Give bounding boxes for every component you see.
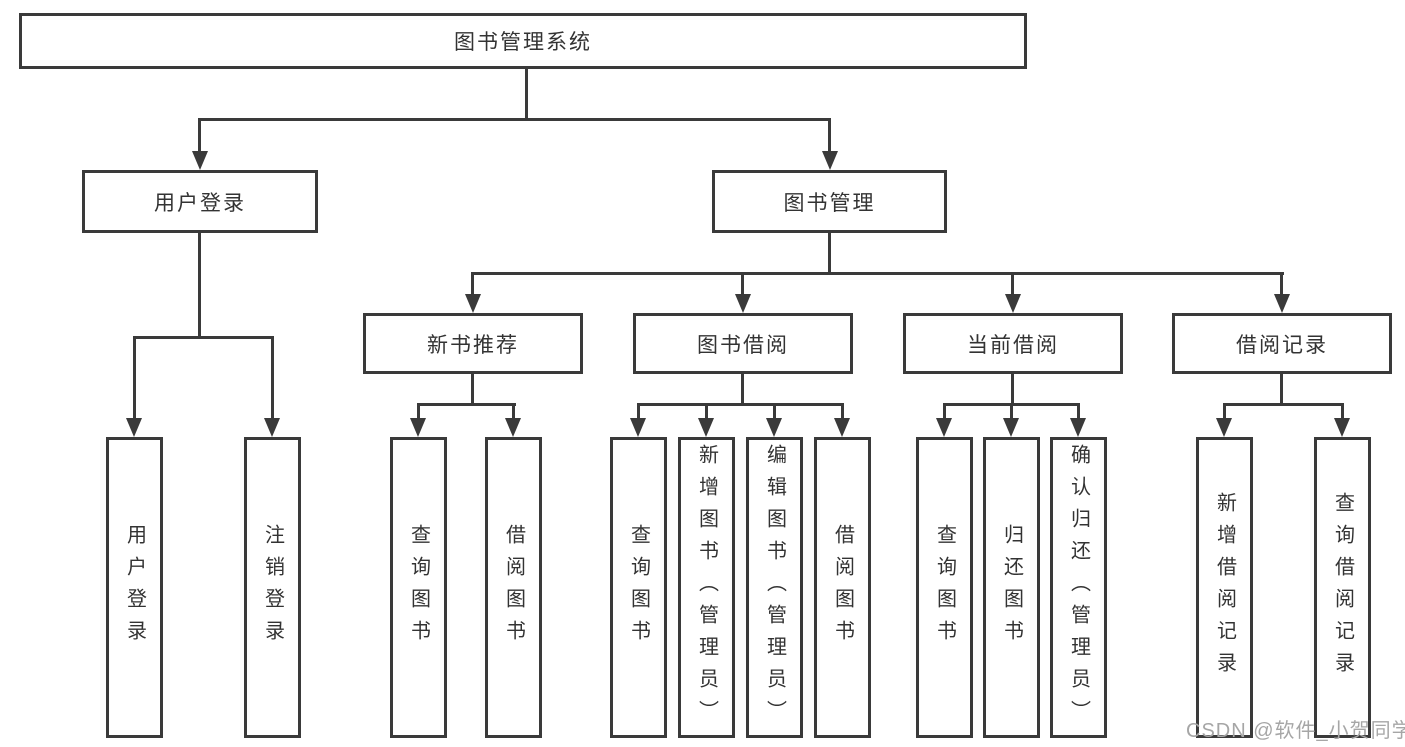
leaf-nb-query-books-label: 查询图书 [407, 523, 430, 652]
node-user-login-label: 用户登录 [154, 191, 246, 215]
watermark-text: CSDN @软件_小贺同学 [1186, 720, 1405, 742]
connector-arrow-bb4-line [841, 403, 844, 418]
connector-arrow-leaf-login-line [133, 336, 136, 418]
arrowhead-book-borrow [735, 294, 751, 313]
node-root-label: 图书管理系统 [454, 31, 592, 54]
connector-arrow-bb2-line [705, 403, 708, 418]
connector-arrow-bb3-line [773, 403, 776, 418]
node-book-mgmt-label: 图书管理 [783, 191, 876, 215]
leaf-cb-return-books: 归还图书 [983, 437, 1040, 738]
leaf-cb-confirm-return-admin-label: 确认归还（管理员） [1067, 443, 1090, 732]
connector-arrow-current-borrow-line [1011, 272, 1014, 294]
connector-bb-stem [741, 373, 744, 405]
leaf-bb-edit-books-admin: 编辑图书（管理员） [746, 437, 803, 738]
arrowhead-br2 [1334, 418, 1350, 437]
leaf-nb-borrow-books: 借阅图书 [485, 437, 542, 738]
connector-nb-stem [471, 373, 474, 405]
connector-bb-rail [637, 403, 844, 406]
leaf-bb-borrow-books: 借阅图书 [814, 437, 871, 738]
connector-level2-rail [198, 118, 831, 121]
leaf-bb-edit-books-admin-label: 编辑图书（管理员） [763, 443, 786, 732]
arrowhead-bb1 [630, 418, 646, 437]
arrowhead-cb3 [1070, 418, 1086, 437]
node-book-borrow: 图书借阅 [633, 313, 853, 374]
arrowhead-bb3 [766, 418, 782, 437]
arrowhead-user-login [192, 151, 208, 170]
connector-nb-rail [417, 403, 516, 406]
leaf-logout: 注销登录 [244, 437, 301, 738]
connector-arrow-book-mgmt-line [828, 118, 831, 151]
arrowhead-nb1 [410, 418, 426, 437]
node-new-book-recommend: 新书推荐 [363, 313, 583, 374]
leaf-bb-add-books-admin: 新增图书（管理员） [678, 437, 735, 738]
arrowhead-br1 [1216, 418, 1232, 437]
node-root: 图书管理系统 [19, 13, 1027, 69]
connector-user-login-stem [198, 232, 201, 339]
node-book-borrow-label: 图书借阅 [697, 333, 789, 357]
leaf-br-add-record-label: 新增借阅记录 [1213, 491, 1236, 684]
leaf-logout-label: 注销登录 [261, 523, 284, 652]
leaf-br-query-record-label: 查询借阅记录 [1331, 491, 1354, 684]
leaf-bb-query-books: 查询图书 [610, 437, 667, 738]
leaf-user-login: 用户登录 [106, 437, 163, 738]
arrowhead-bb2 [698, 418, 714, 437]
leaf-nb-borrow-books-label: 借阅图书 [502, 523, 525, 652]
connector-arrow-book-borrow-line [741, 272, 744, 294]
leaf-nb-query-books: 查询图书 [390, 437, 447, 738]
leaf-cb-confirm-return-admin: 确认归还（管理员） [1050, 437, 1107, 738]
node-current-borrow: 当前借阅 [903, 313, 1123, 374]
connector-arrow-br1-line [1223, 403, 1226, 418]
connector-root-stem [525, 68, 528, 120]
connector-arrow-cb2-line [1010, 403, 1013, 418]
connector-arrow-cb1-line [943, 403, 946, 418]
leaf-user-login-label: 用户登录 [123, 523, 146, 652]
leaf-bb-borrow-books-label: 借阅图书 [831, 523, 854, 652]
arrowhead-bb4 [834, 418, 850, 437]
node-user-login: 用户登录 [82, 170, 318, 233]
connector-level3-rail [471, 272, 1284, 275]
connector-br-stem [1280, 373, 1283, 405]
arrowhead-book-mgmt [822, 151, 838, 170]
leaf-bb-add-books-admin-label: 新增图书（管理员） [695, 443, 718, 732]
connector-arrow-new-book-line [471, 272, 474, 294]
arrowhead-leaf-login [126, 418, 142, 437]
connector-user-login-rail [133, 336, 274, 339]
node-book-mgmt: 图书管理 [712, 170, 947, 233]
connector-br-rail [1223, 403, 1344, 406]
arrowhead-cb2 [1003, 418, 1019, 437]
connector-arrow-bb1-line [637, 403, 640, 418]
node-new-book-recommend-label: 新书推荐 [427, 333, 519, 357]
arrowhead-borrow-records [1274, 294, 1290, 313]
node-borrow-records: 借阅记录 [1172, 313, 1392, 374]
arrowhead-new-book [465, 294, 481, 313]
leaf-bb-query-books-label: 查询图书 [627, 523, 650, 652]
arrowhead-cb1 [936, 418, 952, 437]
arrowhead-nb2 [505, 418, 521, 437]
connector-arrow-user-login-line [198, 118, 201, 151]
connector-arrow-nb2-line [512, 403, 515, 418]
connector-arrow-leaf-logout-line [271, 336, 274, 418]
node-current-borrow-label: 当前借阅 [967, 333, 1059, 357]
leaf-cb-query-books-label: 查询图书 [933, 523, 956, 652]
arrowhead-leaf-logout [264, 418, 280, 437]
leaf-cb-return-books-label: 归还图书 [1000, 523, 1023, 652]
arrowhead-current-borrow [1005, 294, 1021, 313]
connector-arrow-borrow-records-line [1280, 272, 1283, 294]
leaf-br-add-record: 新增借阅记录 [1196, 437, 1253, 738]
connector-book-mgmt-stem [828, 232, 831, 275]
connector-arrow-br2-line [1341, 403, 1344, 418]
connector-cb-stem [1011, 373, 1014, 405]
node-borrow-records-label: 借阅记录 [1236, 333, 1328, 357]
connector-arrow-cb3-line [1077, 403, 1080, 418]
connector-arrow-nb1-line [417, 403, 420, 418]
leaf-br-query-record: 查询借阅记录 [1314, 437, 1371, 738]
leaf-cb-query-books: 查询图书 [916, 437, 973, 738]
